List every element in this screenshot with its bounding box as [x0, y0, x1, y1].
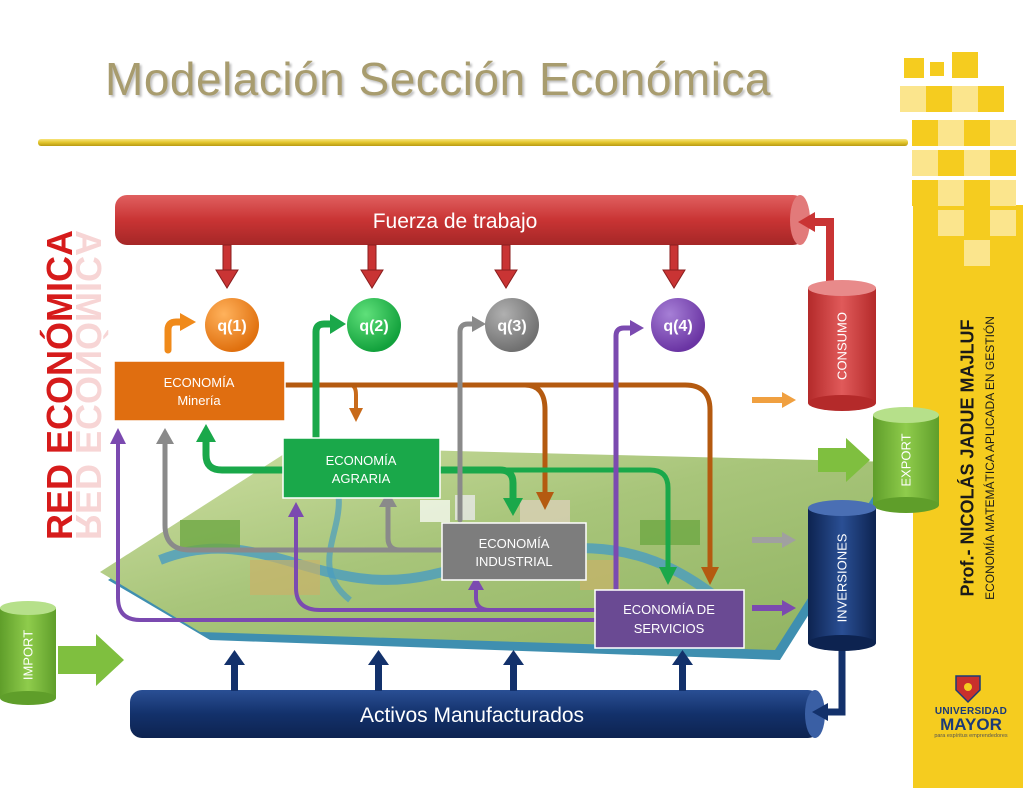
- logo-tagline: para espíritus emprendedores: [934, 733, 1008, 739]
- assets-arrows: [224, 650, 693, 691]
- labor-bar-label: Fuerza de trabajo: [373, 210, 538, 233]
- node-q2-label: q(2): [359, 318, 388, 335]
- export-label: EXPORT: [898, 433, 914, 487]
- export-arrow: [818, 438, 870, 482]
- assets-bar-label: Activos Manufacturados: [360, 704, 584, 727]
- import-arrow: [58, 634, 124, 686]
- box-industrial-shape: [441, 522, 587, 581]
- university-shield-icon: [955, 675, 981, 704]
- consumo-cylinder: [808, 280, 876, 411]
- assets-bar-shape: [130, 690, 820, 738]
- export-cylinder: [873, 407, 939, 513]
- node-q4-shape: [651, 298, 705, 352]
- logo-line1: UNIVERSIDAD: [934, 706, 1008, 717]
- box-agraria-line2: AGRARIA: [332, 471, 391, 486]
- box-agraria-shape: [282, 437, 441, 499]
- title-divider: [38, 139, 908, 146]
- node-q3-label: q(3): [497, 318, 526, 335]
- box-agraria-line1: ECONOMÍA: [326, 453, 397, 468]
- inversiones-cylinder: [808, 500, 876, 651]
- university-logo: UNIVERSIDAD MAYOR para espíritus emprend…: [925, 672, 1017, 739]
- course-name: ECONOMÍA MATEMÁTICA APLICADA EN GESTIÓN: [983, 316, 997, 600]
- logo-line2: MAYOR: [940, 715, 1002, 734]
- box-mineria-shape: [113, 360, 286, 422]
- node-q4-label: q(4): [663, 318, 692, 335]
- inversiones-return-arrow: [825, 648, 846, 716]
- box-industrial-line1: ECONOMÍA: [479, 536, 550, 551]
- box-servicios-line1: ECONOMÍA DE: [623, 602, 715, 617]
- small-output-arrows: [752, 392, 796, 616]
- professor-name: Prof.- NICOLÁS JADUE MAJLUF: [957, 319, 978, 597]
- node-q2-shape: [347, 298, 401, 352]
- node-q1-label: q(1): [217, 318, 246, 335]
- labor-arrows: [215, 244, 686, 289]
- box-mineria-line1: ECONOMÍA: [164, 375, 235, 390]
- box-mineria-line2: Minería: [177, 393, 221, 408]
- node-q3-shape: [485, 298, 539, 352]
- import-cylinder: [0, 601, 56, 705]
- consumo-label: CONSUMO: [834, 312, 850, 380]
- box-servicios-line2: SERVICIOS: [634, 621, 705, 636]
- import-label: IMPORT: [20, 629, 36, 681]
- labor-bar-shape: [115, 195, 805, 245]
- inversiones-label: INVERSIONES: [834, 533, 850, 623]
- network-side-label-reflection: RED ECONÓMICA: [68, 229, 109, 541]
- consumo-return-arrow: [812, 218, 834, 285]
- flow-lines: [110, 313, 719, 622]
- box-servicios-shape: [594, 589, 745, 649]
- slide-title: Modelación Sección Económica: [105, 53, 772, 105]
- box-industrial-line2: INDUSTRIAL: [475, 554, 552, 569]
- node-q1-shape: [205, 298, 259, 352]
